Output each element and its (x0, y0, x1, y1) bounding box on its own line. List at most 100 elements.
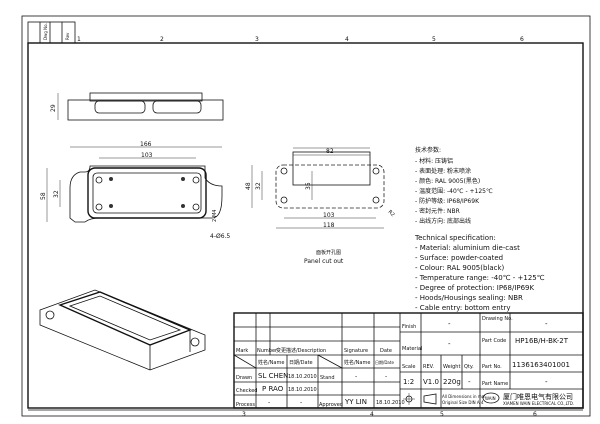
cutout-caption-en: Panel cut out (304, 258, 344, 265)
drawing-text: All Dimensions in mm (442, 394, 486, 399)
drawn-date: 18.10.2010 (288, 374, 317, 380)
drawing-text: 5 (440, 411, 444, 418)
drawing-text: 5 (432, 36, 436, 43)
drawing-text: - 出线方向: 底部出线 (415, 217, 471, 225)
drawing-text: Approved (319, 402, 343, 408)
drawing-text: 4 (370, 411, 374, 418)
dim-r2: R2 (387, 209, 396, 218)
drawing-text: 姓名/Name (258, 359, 284, 366)
bottom-zones: 3 4 5 6 (28, 409, 583, 418)
spec-cn: 技术参数: - 材料: 压铸铝 - 表面处理: 粉末喷涂 - 颜色: RAL 9… (415, 146, 493, 225)
drawing-text: - Hoods/Housings sealing: NBR (415, 294, 523, 302)
drawing-text: - 表面处理: 粉末喷涂 (415, 167, 471, 175)
drawing-text: Weight (443, 364, 460, 370)
drawing-text: Technical specification: (414, 234, 496, 242)
drawing-text: - 防护等级: IP68/IP69K (415, 197, 480, 205)
drawing-text: 技术参数: (415, 146, 441, 154)
drawing-text: 日期/Date (289, 360, 313, 366)
drawing-text: 4 (345, 36, 349, 43)
dim-holes: 4-Ø6.5 (210, 233, 230, 240)
drawing-text: 3 (242, 411, 246, 418)
cutout-caption-cn: 面板开孔图 (316, 249, 341, 256)
corner-box: Dwg No. Rev (27, 21, 76, 44)
drawing-text: - Surface: powder-coated (415, 254, 503, 262)
drawing-text: Part No. (482, 364, 502, 370)
drawing-text: Drawn (236, 375, 252, 381)
rev-value: V1.0 (423, 378, 439, 386)
drawing-text: Scale (402, 364, 415, 370)
dim-height: 29 (50, 104, 57, 112)
mark-label: Mark (236, 348, 248, 354)
drawing-text: - Colour: RAL 9005(black) (415, 264, 505, 272)
checked-date: 18.10.2010 (288, 387, 317, 393)
dim-35: 35 (305, 182, 312, 190)
approved-date: 18.10.2010 (376, 400, 405, 406)
side-view: 29 (50, 92, 224, 121)
dwg-no-label: Dwg No. (43, 23, 48, 40)
description-label: 变更描述/Description (276, 347, 326, 354)
drawing-text: - 颜色: RAL 9005(黑色) (415, 177, 480, 185)
outer-frame (21, 15, 591, 417)
drawing-text: - (268, 399, 270, 406)
signature-label: Signature (344, 348, 368, 354)
dim-118: 118 (323, 222, 335, 229)
drawing-text: 1 (77, 36, 81, 43)
isometric-view (39, 289, 206, 371)
dim-166: 166 (140, 141, 152, 148)
drawing-text: WAIN (485, 396, 496, 401)
drawing-text: 3 (255, 36, 259, 43)
drawing-text: 日期/Date (375, 359, 394, 365)
dim-82: 82 (326, 148, 334, 155)
rev-label: Rev (65, 32, 70, 40)
drawing-text: Drawing No. (482, 316, 513, 322)
drawing-text: - Cable entry: bottom entry (415, 304, 510, 312)
drawing-text: Stand (320, 375, 335, 381)
dim-103: 103 (141, 152, 153, 159)
drawing-text: 姓名/Name (344, 359, 370, 366)
drawing-text: - Temperature range: -40℃ - +125℃ (415, 274, 545, 282)
drawing-text: - (300, 399, 302, 406)
dim-48: 48 (245, 182, 252, 190)
drawing-text: 6 (533, 411, 537, 418)
drawing-text: - 材料: 压铸铝 (415, 157, 453, 165)
dim-103-cut: 103 (323, 212, 335, 219)
drawing-text: Material (402, 346, 422, 352)
projection-symbol-icon (403, 393, 437, 405)
drawing-text: 6 (520, 36, 524, 43)
part-no-value: 1136163401001 (512, 361, 570, 369)
title-block: Mark Number 变更描述/Description Signature D… (233, 312, 584, 409)
dim-32: 32 (53, 190, 60, 198)
number-label: Number (257, 348, 278, 354)
spec-en: Technical specification: - Material: alu… (414, 234, 545, 312)
part-code-value: HP16B/H-BK-2T (515, 337, 569, 345)
dim-2-m4: 2-M4 (212, 210, 218, 222)
dim-32-cut: 32 (255, 182, 262, 190)
top-view: 166 103 58 32 2-M4 4-Ø6.5 (40, 141, 230, 240)
drawing-text: - (355, 373, 357, 380)
dim-58: 58 (40, 192, 47, 200)
drawing-text: Original Size DIN A 4 (442, 400, 484, 405)
checked-name: P RAO (262, 385, 284, 393)
approved-name: YY LIN (344, 398, 367, 406)
drawing-text: - (448, 320, 451, 328)
company-name-cn: 厦门唯恩电气有限公司 (503, 392, 573, 401)
drawing-text: - (448, 340, 451, 348)
qty-value: - (468, 378, 471, 386)
drawing-text: Part Name (482, 381, 508, 387)
company-name-en: XIAMEN WAIN ELECTRICAL CO.,LTD. (503, 401, 574, 406)
drawing-text: 2 (160, 36, 164, 43)
weight-value: 220g (443, 378, 461, 386)
scale-value: 1:2 (403, 378, 414, 386)
drawing-text: Process (236, 402, 255, 408)
top-zones: 1 2 3 4 5 6 (77, 36, 524, 43)
drawing-text: - 密封元件: NBR (415, 207, 460, 215)
drawing-text: - (545, 378, 548, 386)
drawing-text: Finish (402, 324, 416, 330)
drawn-name: SL CHEN (258, 372, 288, 380)
drawing-text: Qty. (464, 364, 474, 370)
date-label: Date (380, 348, 392, 354)
drawing-text: Checked (236, 388, 257, 394)
drawing-text: - Degree of protection: IP68/IP69K (415, 284, 535, 292)
company-logo: WAIN (482, 392, 500, 404)
panel-cutout-view: 82 35 32 48 103 118 R2 面板开孔图 Panel cut o… (245, 147, 396, 265)
